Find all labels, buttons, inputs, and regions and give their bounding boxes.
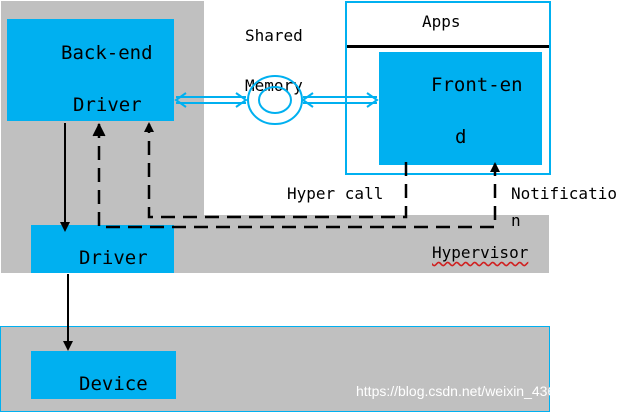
notification-dashed-path (97, 124, 500, 229)
shared-memory-ring-icon (247, 75, 303, 125)
apps-label: Apps (422, 12, 461, 31)
watermark: https://blog.csdn.net/weixin_43666279 (356, 383, 595, 399)
hyper-call-label: Hyper call (287, 184, 384, 203)
hypervisor-driver-box (31, 225, 174, 273)
notification-label-line2: n (511, 211, 521, 230)
backend-driver-label-line2: Driver (73, 94, 142, 116)
backend-driver-label-line1: Back-end (61, 42, 153, 64)
hyper-call-dashed-path (144, 122, 408, 219)
backend-memory-link (174, 92, 248, 108)
memory-frontend-link (301, 92, 379, 108)
apps-divider (347, 45, 549, 48)
shared-memory-label-line1: Shared (245, 26, 303, 45)
device-label: Device (79, 373, 148, 395)
frontend-driver-box (379, 52, 542, 165)
device-box (31, 351, 176, 399)
frontend-driver-label-line2: d (455, 126, 467, 148)
backend-driver-box (7, 19, 174, 121)
frontend-driver-label-line1: Front-en (431, 74, 523, 96)
notification-label-line1: Notificatio (511, 184, 617, 203)
notification-start-arrowhead (92, 122, 106, 137)
hypervisor-driver-label: Driver (79, 247, 148, 269)
hypervisor-label: Hypervisor (432, 243, 529, 262)
